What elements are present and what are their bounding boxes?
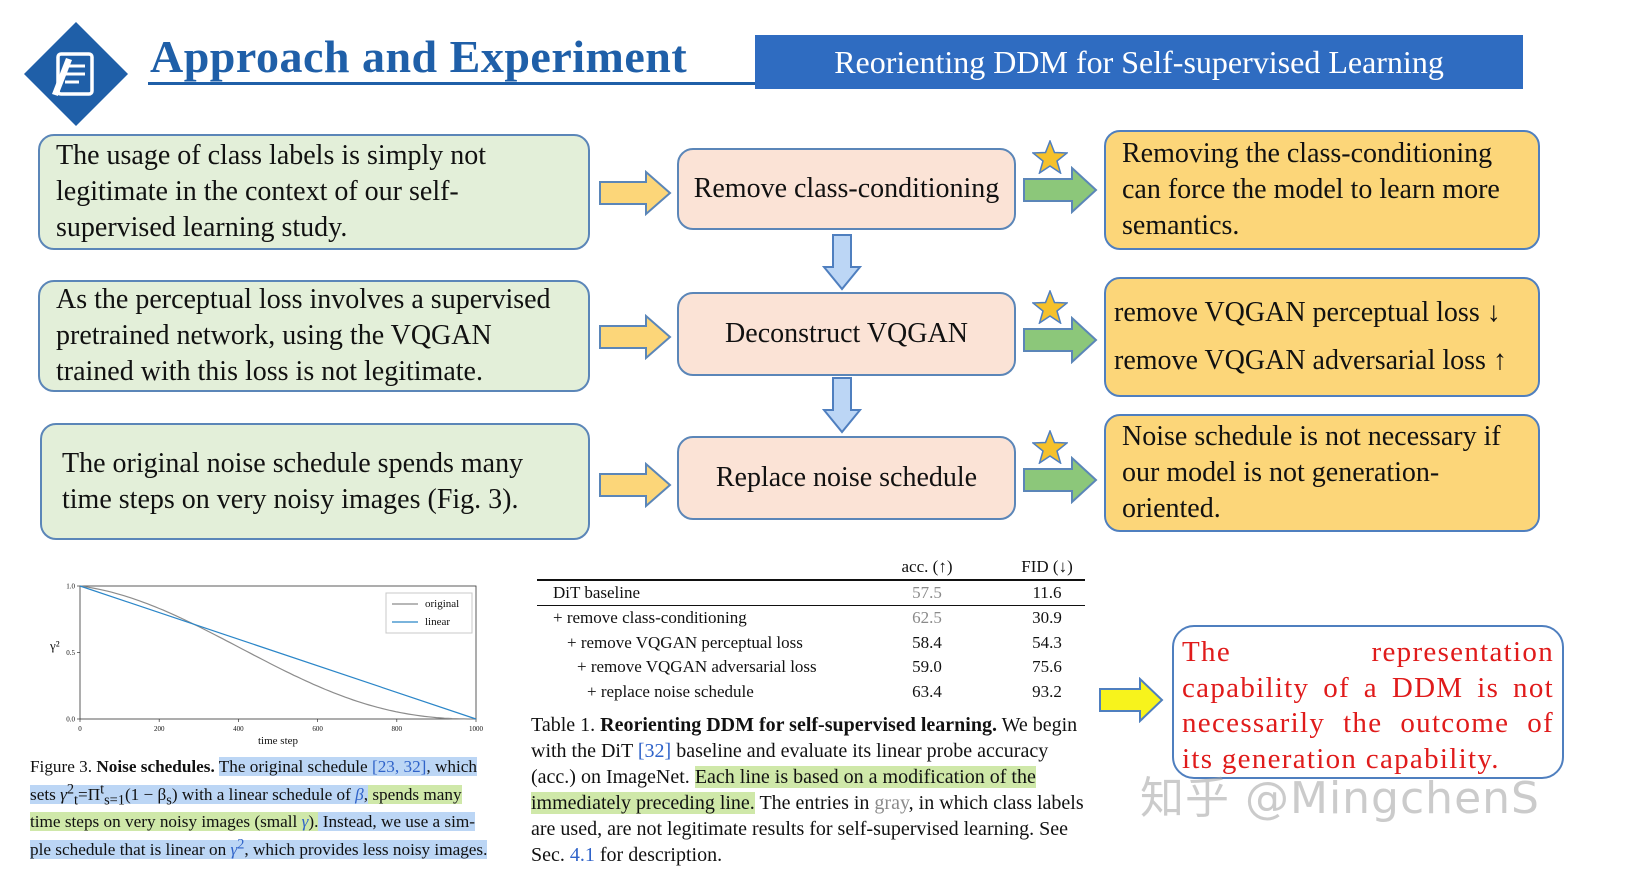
table-row: + replace noise schedule 63.4 93.2 — [537, 680, 1085, 705]
arrow-right-icon — [599, 170, 672, 216]
table-row: DiT baseline 57.5 11.6 — [537, 581, 1085, 606]
series-line-linear — [79, 585, 477, 720]
table-row: + remove VQGAN adversarial loss 59.0 75.… — [537, 655, 1085, 680]
reason-text-2: As the perceptual loss involves a superv… — [56, 284, 551, 387]
result-line-adversarial: remove VQGAN adversarial loss ↑ — [1114, 345, 1507, 376]
caption-highlight-blue-2: sets γ2t=Πts=1(1 − βs) with a linear sch… — [30, 781, 369, 809]
figure-label: Figure 3. — [30, 757, 93, 776]
reason-box-1: The usage of class labels is simply not … — [38, 134, 590, 250]
table-row: + remove class-conditioning 62.5 30.9 — [537, 606, 1085, 631]
y-tick-label: 0.0 — [66, 716, 75, 724]
arrow-right-green-icon — [1023, 166, 1098, 214]
result-line-perceptual: remove VQGAN perceptual loss ↓ — [1114, 297, 1501, 328]
table-row: + remove VQGAN perceptual loss 58.4 54.3 — [537, 631, 1085, 656]
row-fid: 30.9 — [1032, 608, 1062, 627]
table-label: Table 1. — [531, 714, 596, 736]
logo-document-pen-icon — [24, 22, 128, 126]
watermark: 知乎 @MingchenS — [1140, 773, 1540, 824]
arrow-right-yellow-icon — [1099, 677, 1164, 723]
star-icon — [1032, 140, 1068, 174]
figure-bold-title: Noise schedules. — [96, 757, 215, 776]
x-tick-label: 1000 — [469, 725, 484, 733]
legend: original linear — [385, 592, 473, 634]
arrow-down-icon — [822, 234, 862, 291]
step-label-2: Deconstruct VQGAN — [725, 318, 968, 349]
reason-box-2: As the perceptual loss involves a superv… — [38, 280, 590, 392]
x-tick-label: 600 — [312, 725, 323, 733]
table-header-row: acc. (↑) FID (↓) — [537, 555, 1085, 580]
result-box-2: remove VQGAN perceptual loss ↓ remove VQ… — [1104, 277, 1540, 397]
page-title: Approach and Experiment — [150, 31, 688, 82]
citation-ref[interactable]: [32] — [637, 740, 672, 762]
step-label-1: Remove class-conditioning — [693, 173, 1000, 204]
row-label: + remove class-conditioning — [553, 608, 747, 627]
section-ref[interactable]: 4.1 — [569, 844, 595, 866]
table-rule-top — [537, 579, 1085, 581]
row-fid: 54.3 — [1032, 632, 1062, 652]
x-tick-label: 400 — [233, 725, 244, 733]
section-banner: Reorienting DDM for Self-supervised Lear… — [755, 35, 1523, 89]
reason-box-3: The original noise schedule spends many … — [40, 423, 590, 540]
table-1-caption: Table 1. Reorienting DDM for self-superv… — [531, 714, 1084, 866]
table-rule-mid — [537, 605, 1085, 606]
step-label-3: Replace noise schedule — [715, 462, 978, 493]
row-fid: 75.6 — [1032, 657, 1062, 676]
arrow-down-icon — [822, 377, 862, 434]
row-label: DiT baseline — [553, 582, 641, 602]
column-header-fid: FID (↓) — [1021, 557, 1073, 576]
result-text-1: Removing the class-conditioning can forc… — [1122, 138, 1500, 241]
arrow-right-icon — [599, 462, 672, 508]
row-acc: 63.4 — [912, 681, 942, 701]
y-axis-label: γ² — [49, 638, 60, 653]
legend-label-linear: linear — [425, 616, 450, 628]
row-acc: 58.4 — [912, 632, 942, 652]
column-header-acc: acc. (↑) — [901, 557, 953, 576]
step-box-replace-noise-schedule: Replace noise schedule — [677, 436, 1016, 520]
result-box-1: Removing the class-conditioning can forc… — [1104, 130, 1540, 250]
star-icon — [1032, 290, 1068, 324]
results-table: acc. (↑) FID (↓) DiT baseline 57.5 11.6 … — [537, 555, 1085, 704]
result-box-3: Noise schedule is not necessary if our m… — [1104, 414, 1540, 532]
caption-highlight-blue-1: The original schedule [23, 32], which — [218, 757, 478, 776]
x-tick-label: 200 — [154, 725, 165, 733]
y-tick-label: 1.0 — [66, 583, 75, 591]
step-box-remove-class-conditioning: Remove class-conditioning — [677, 148, 1016, 230]
conclusion-box: The representation capability of a DDM i… — [1172, 625, 1564, 779]
row-fid: 11.6 — [1032, 582, 1062, 602]
row-label: + remove VQGAN perceptual loss — [567, 632, 803, 652]
series-line-original — [79, 585, 476, 720]
row-label: + remove VQGAN adversarial loss — [577, 657, 817, 676]
reason-text-1: The usage of class labels is simply not … — [56, 140, 487, 243]
row-acc: 62.5 — [912, 608, 942, 627]
step-box-deconstruct-vqgan: Deconstruct VQGAN — [677, 292, 1016, 376]
x-tick-label: 0 — [78, 725, 82, 733]
x-axis-label: time step — [258, 735, 299, 747]
arrow-right-green-icon — [1023, 316, 1098, 364]
row-label: + replace noise schedule — [587, 681, 754, 701]
y-tick-label: 0.5 — [66, 649, 75, 657]
citation-ref[interactable]: [23, 32] — [371, 757, 427, 776]
table-bold-title: Reorienting DDM for self-supervised lear… — [600, 714, 997, 736]
star-icon — [1032, 430, 1068, 464]
row-acc: 57.5 — [912, 582, 942, 602]
result-text-3: Noise schedule is not necessary if our m… — [1122, 421, 1501, 524]
noise-schedule-chart: γ² time step original linear 0 200 400 600 8… — [49, 583, 484, 748]
x-tick-label: 800 — [392, 725, 403, 733]
reason-text-3: The original noise schedule spends many … — [62, 447, 524, 515]
row-acc: 59.0 — [912, 657, 942, 676]
conclusion-text: The representation capability of a DDM i… — [1182, 636, 1554, 775]
legend-label-original: original — [425, 598, 459, 610]
title-underline — [148, 82, 808, 85]
row-fid: 93.2 — [1032, 681, 1062, 701]
arrow-right-icon — [599, 314, 672, 360]
arrow-right-green-icon — [1023, 456, 1098, 504]
figure-3-caption: Figure 3. Noise schedules. The original … — [30, 756, 512, 861]
